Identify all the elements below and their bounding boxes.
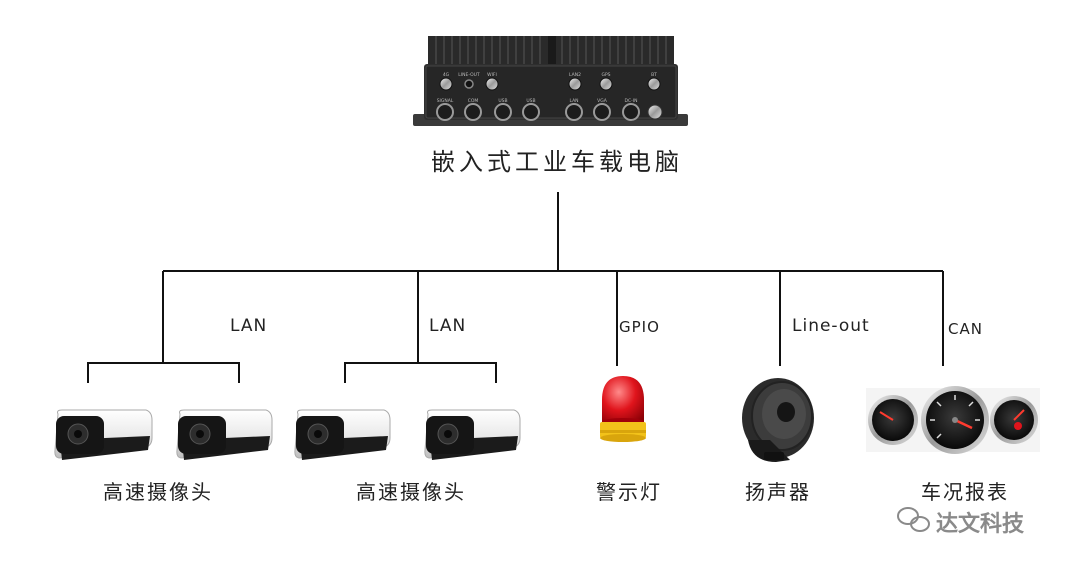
camera-icon: [424, 409, 521, 460]
port-label: USB: [526, 98, 535, 104]
connection-label-gpio: GPIO: [619, 318, 660, 336]
connection-lines: [87, 192, 944, 383]
gauge-cluster-icon: [866, 386, 1040, 454]
connection-label-line-out: Line-out: [792, 316, 870, 336]
main-device-label: 嵌入式工业车载电脑: [431, 148, 683, 176]
camera-icon: [294, 409, 391, 460]
port-label: DC-IN: [625, 98, 638, 104]
port-label: LAN: [569, 98, 578, 104]
port-label: VGA: [597, 98, 608, 104]
device-label-camera-2: 高速摄像头: [356, 480, 466, 504]
port-label: LAN2: [569, 72, 581, 78]
port-label: BT: [651, 72, 657, 78]
device-label-warning-lamp: 警示灯: [596, 480, 662, 504]
connection-label-lan-1: LAN: [230, 316, 268, 336]
port-label: 4G: [443, 72, 450, 78]
watermark-text: 达文科技: [936, 512, 1025, 537]
warning-lamp-icon: [600, 376, 646, 442]
port-label: GPS: [601, 72, 610, 78]
connection-label-can: CAN: [948, 320, 983, 338]
device-label-gauges: 车况报表: [921, 480, 1009, 504]
port-label: USB: [498, 98, 507, 104]
device-label-speaker: 扬声器: [745, 480, 811, 504]
embedded-computer: 4G LINE-OUT WIFI LAN2 GPS BT SIGNAL COM …: [413, 36, 688, 126]
port-label: LINE-OUT: [458, 72, 480, 78]
speaker-icon: [742, 378, 814, 462]
port-label: WIFI: [487, 72, 497, 78]
camera-icon: [54, 409, 153, 460]
device-label-camera-1: 高速摄像头: [103, 480, 213, 504]
connection-label-lan-2: LAN: [429, 316, 467, 336]
port-label: SIGNAL: [437, 98, 454, 104]
port-label: COM: [468, 98, 479, 104]
wechat-icon: [897, 507, 930, 532]
camera-icon: [176, 409, 273, 460]
